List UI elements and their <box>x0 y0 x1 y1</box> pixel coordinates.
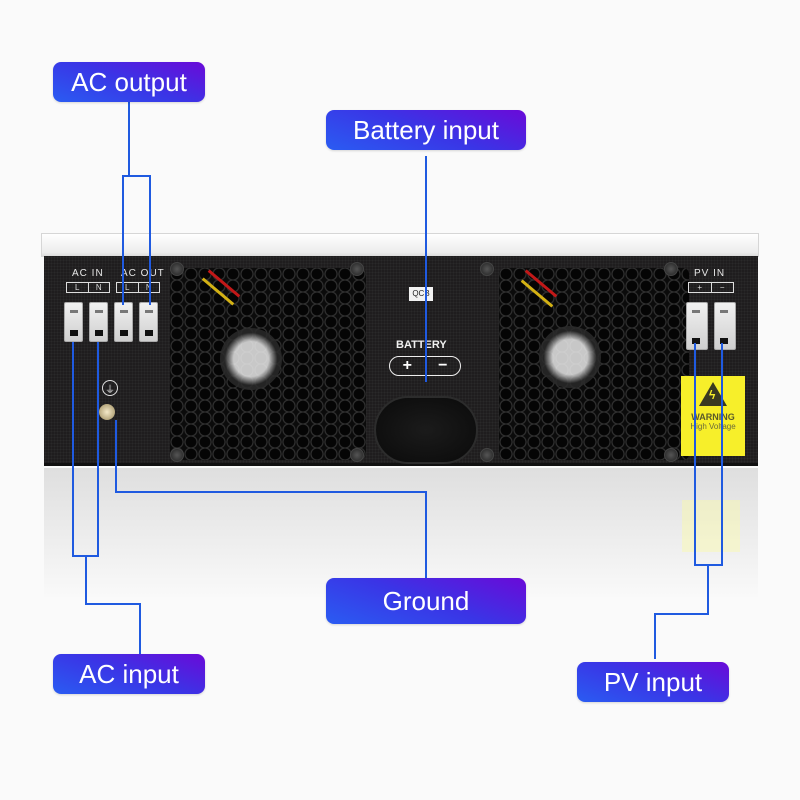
fan-grille-left <box>170 268 366 460</box>
device-top-cover <box>41 233 759 257</box>
callout-battery-input: Battery input <box>326 110 526 150</box>
lightning-bolt-icon: ϟ <box>709 388 716 402</box>
warning-subtitle: High Voltage <box>690 422 736 431</box>
pv-plus-terminal <box>686 302 708 350</box>
fan-label-left <box>220 328 282 390</box>
screw <box>480 262 494 276</box>
pv-in-pin-labels: + − <box>688 282 734 293</box>
callout-ac-input: AC input <box>53 654 205 694</box>
screw <box>350 448 364 462</box>
screw <box>664 262 678 276</box>
inverter-rear-panel: AC IN AC OUT L N L N ⏚ <box>44 256 758 466</box>
ac-in-pin-l: L <box>67 283 89 292</box>
warning-title: WARNING <box>691 412 735 422</box>
battery-plus: + <box>390 357 426 375</box>
callout-pv-input: PV input <box>577 662 729 702</box>
screw <box>170 262 184 276</box>
ac-out-pin-l: L <box>117 283 139 292</box>
high-voltage-warning-sticker: ϟ WARNING High Voltage <box>681 376 745 456</box>
battery-port <box>374 396 478 464</box>
screw <box>480 448 494 462</box>
fan-wire-yellow <box>520 279 554 308</box>
fan-grille-right <box>499 268 689 460</box>
ac-in-pin-n: N <box>95 283 102 292</box>
fan-label-right <box>539 326 601 388</box>
ac-out-pin-n: N <box>145 283 152 292</box>
battery-polarity-marker: + − <box>389 356 461 376</box>
callout-ground: Ground <box>326 578 526 624</box>
ac-in-l-terminal <box>64 302 83 342</box>
pv-minus-terminal <box>714 302 736 350</box>
high-voltage-icon: ϟ <box>699 382 727 406</box>
screw <box>664 448 678 462</box>
ground-screw <box>99 404 115 420</box>
fan-wire-red <box>524 269 558 298</box>
fan-wire-red <box>207 269 241 298</box>
warning-reflection <box>682 500 740 552</box>
screw <box>170 448 184 462</box>
ac-out-n-terminal <box>139 302 158 342</box>
fan-wire-yellow <box>201 277 235 306</box>
ac-in-label: AC IN <box>72 268 104 279</box>
screw <box>350 262 364 276</box>
battery-minus: − <box>438 357 448 374</box>
pv-in-pin-minus: − <box>719 283 725 292</box>
battery-label: BATTERY <box>396 339 447 351</box>
ac-out-l-terminal <box>114 302 133 342</box>
ac-out-label: AC OUT <box>121 268 165 279</box>
ac-out-pin-labels: L N <box>116 282 160 293</box>
pv-in-pin-plus: + <box>689 283 712 292</box>
pv-in-label: PV IN <box>694 268 726 279</box>
qcb-breaker-label: QCB <box>409 287 433 301</box>
callout-ac-output: AC output <box>53 62 205 102</box>
ac-in-pin-labels: L N <box>66 282 110 293</box>
ground-icon: ⏚ <box>102 380 118 396</box>
ac-in-n-terminal <box>89 302 108 342</box>
